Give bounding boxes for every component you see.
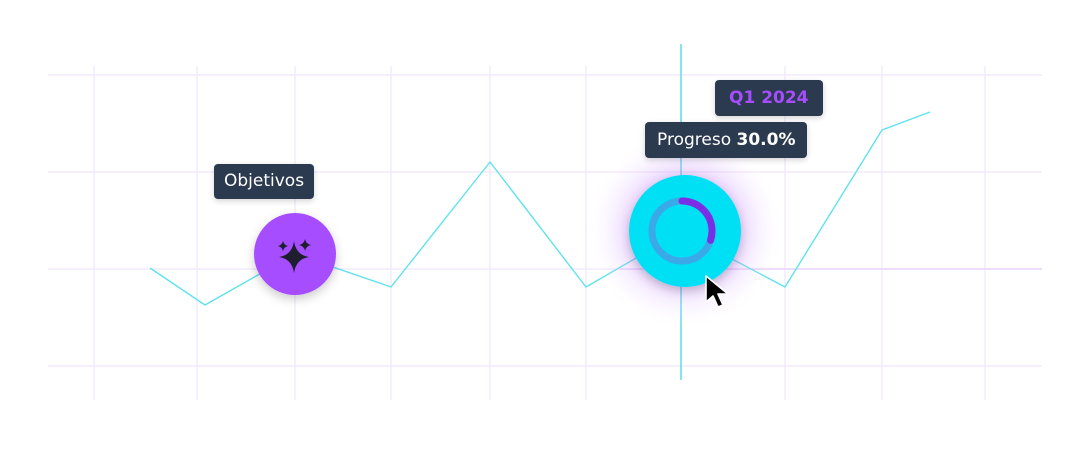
progress-node[interactable] [629,175,741,287]
progress-ring-icon [648,197,716,265]
quarter-tooltip: Q1 2024 [715,80,823,116]
objetivos-tooltip-label: Objetivos [224,171,305,191]
objetivos-tooltip: Objetivos [214,164,315,199]
cursor-arrow-icon [705,275,729,308]
progress-tooltip: Progreso 30.0% [645,122,808,158]
quarter-tooltip-label: Q1 2024 [729,88,809,108]
progress-ring-fill [648,197,716,265]
progress-node-circle[interactable] [629,175,741,287]
grid [48,66,1042,400]
sparkle-icon [278,239,311,273]
progress-tooltip-label: Progreso [657,130,732,150]
progress-tooltip-value: 30.0% [736,130,796,150]
trend-line [149,111,931,306]
